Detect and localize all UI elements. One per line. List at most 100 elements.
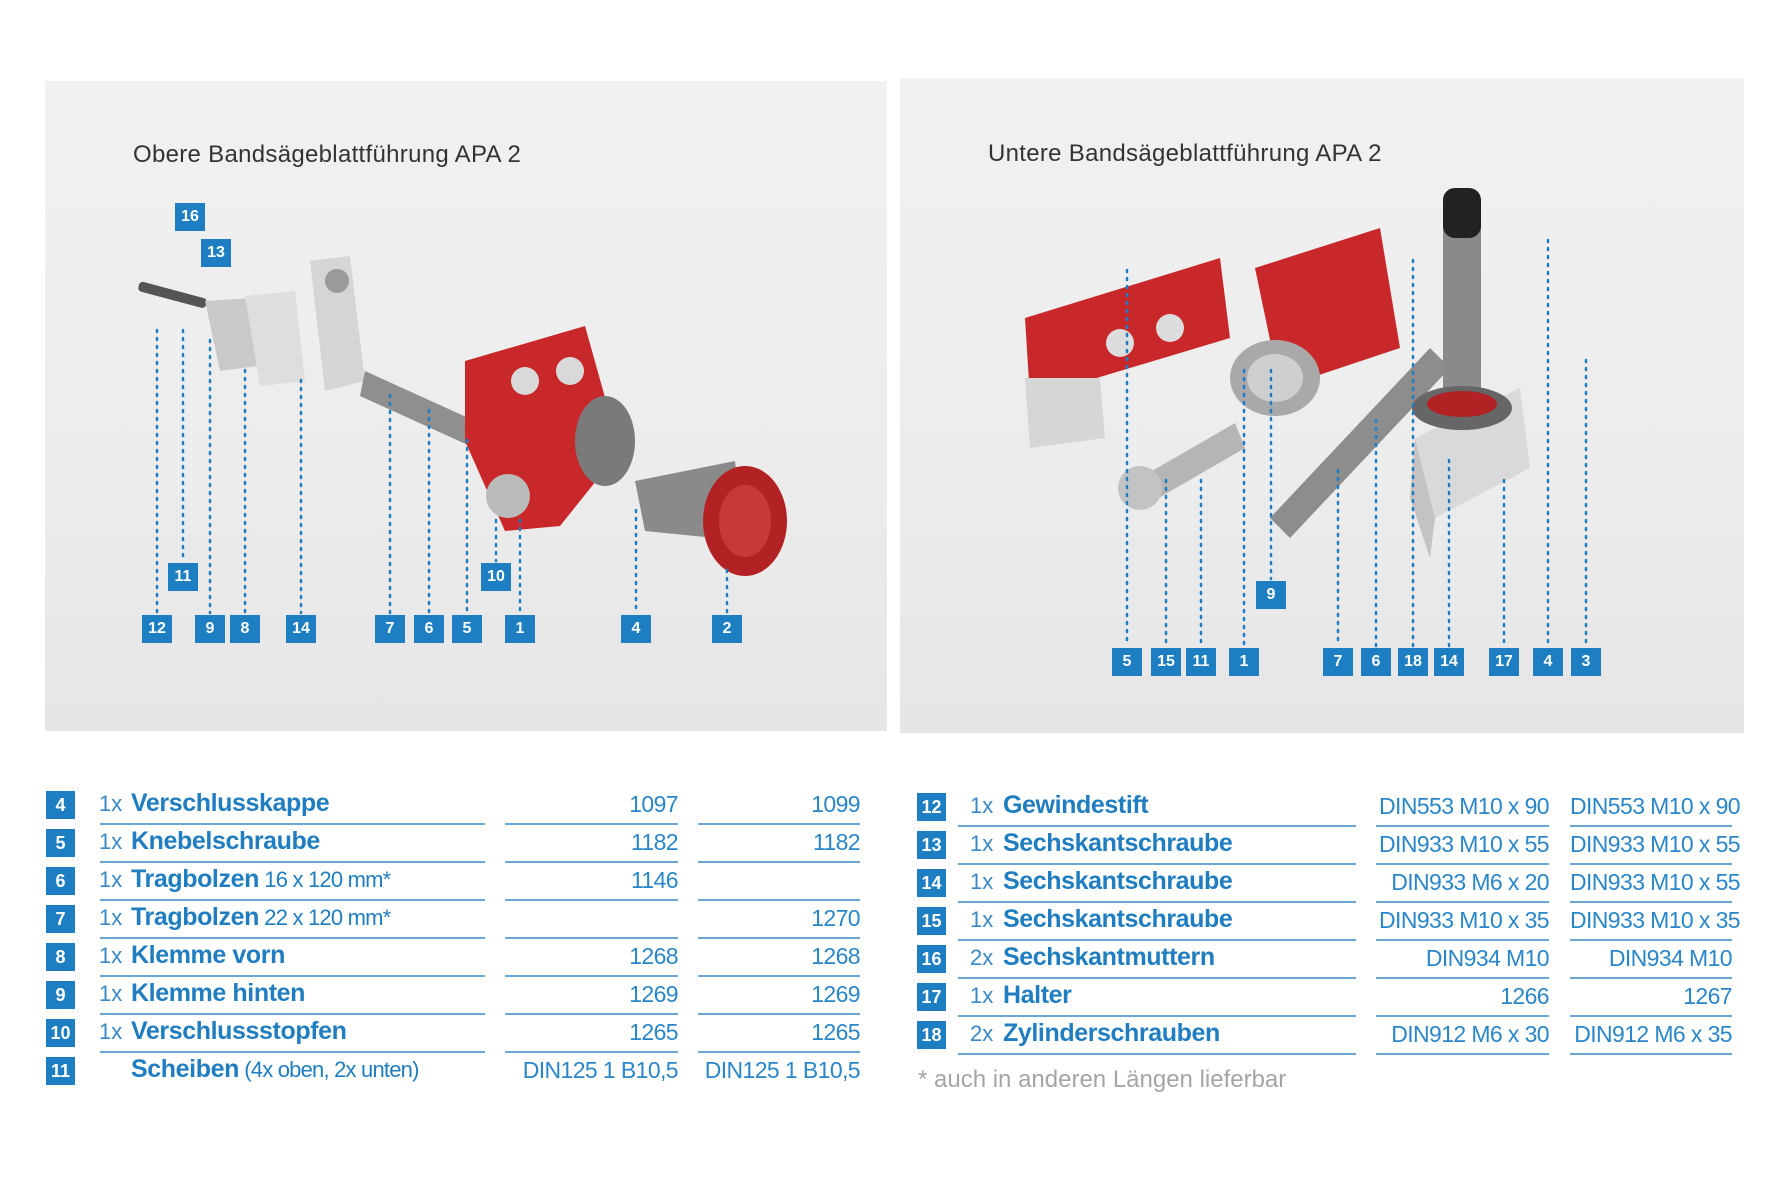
lower-guide-article: DIN934 M10 bbox=[1608, 945, 1733, 971]
parts-table-row: 12 1x Gewindestift DIN553 M10 x 90 DIN55… bbox=[0, 791, 1780, 829]
part-detail: 22 x 120 mm* bbox=[258, 905, 391, 930]
part-name: Knebelschraube bbox=[131, 827, 320, 856]
parts-table-row: 5 1x Knebelschraube 1182 1182 bbox=[0, 827, 1780, 865]
part-quantity: 1x bbox=[970, 831, 994, 856]
part-name: Sechskantschraube bbox=[1003, 867, 1233, 896]
part-number-badge: 5 bbox=[46, 829, 75, 857]
divider bbox=[505, 899, 678, 901]
part-name: Verschlusskappe bbox=[131, 789, 330, 818]
lower-guide-article: 1267 bbox=[1683, 983, 1732, 1009]
upper-guide-parts-illustration bbox=[138, 256, 787, 615]
callout-badge: 5 bbox=[1112, 648, 1142, 676]
parts-table-row: 14 1x Sechskantschraube DIN933 M6 x 20 D… bbox=[0, 867, 1780, 905]
part-name: Zylinderschrauben bbox=[1003, 1019, 1220, 1048]
part-number-badge: 6 bbox=[46, 867, 75, 895]
lower-guide-article: 1270 bbox=[811, 905, 860, 931]
divider bbox=[1570, 1015, 1732, 1017]
part-number-badge: 9 bbox=[46, 981, 75, 1009]
lower-guide-article: DIN125 1 B10,5 bbox=[704, 1057, 861, 1083]
part-quantity: 1x bbox=[970, 907, 994, 932]
part-quantity: 1x bbox=[970, 869, 994, 894]
divider bbox=[505, 861, 678, 863]
callout-badge: 16 bbox=[175, 203, 205, 231]
callout-badge: 15 bbox=[1151, 648, 1181, 676]
parts-table-row: 13 1x Sechskantschraube DIN933 M10 x 55 … bbox=[0, 829, 1780, 867]
parts-table-row: 4 1x Verschlusskappe 1097 1099 bbox=[0, 789, 1780, 827]
callout-badge: 1 bbox=[1229, 648, 1259, 676]
part-name-text: Zylinderschrauben bbox=[1003, 1019, 1220, 1047]
part-name-text: Gewindestift bbox=[1003, 791, 1149, 819]
divider bbox=[100, 937, 485, 939]
hex-bolt-part bbox=[1118, 423, 1245, 510]
part-number-badge: 14 bbox=[917, 869, 946, 897]
divider bbox=[958, 863, 1356, 865]
upper-guide-article: 1097 bbox=[629, 791, 678, 817]
callout-badge: 5 bbox=[452, 615, 482, 643]
lower-guide-article: DIN553 M10 x 90 bbox=[1570, 793, 1741, 819]
divider bbox=[958, 939, 1356, 941]
callout-badge: 3 bbox=[1571, 648, 1601, 676]
part-quantity: 1x bbox=[970, 793, 994, 818]
callout-badge: 11 bbox=[1186, 648, 1216, 676]
part-detail: 16 x 120 mm* bbox=[258, 867, 391, 892]
part-quantity: 1x bbox=[99, 1019, 123, 1044]
callout-badge: 8 bbox=[230, 615, 260, 643]
parts-table-row: 7 1x Tragbolzen 22 x 120 mm* 1270 bbox=[0, 903, 1780, 941]
part-number-badge: 17 bbox=[917, 983, 946, 1011]
divider bbox=[698, 823, 860, 825]
lower-guide-article: 1265 bbox=[811, 1019, 860, 1045]
lower-guide-article: DIN933 M10 x 55 bbox=[1570, 869, 1741, 895]
part-name: Sechskantschraube bbox=[1003, 829, 1233, 858]
divider bbox=[698, 861, 860, 863]
divider bbox=[1376, 863, 1549, 865]
divider bbox=[505, 823, 678, 825]
divider bbox=[505, 975, 678, 977]
divider bbox=[1570, 1053, 1732, 1055]
divider bbox=[100, 1051, 485, 1053]
divider bbox=[958, 901, 1356, 903]
divider bbox=[958, 977, 1356, 979]
upper-guide-article: DIN933 M10 x 55 bbox=[1379, 831, 1550, 857]
divider bbox=[958, 1015, 1356, 1017]
part-name-text: Halter bbox=[1003, 981, 1072, 1009]
part-number-badge: 12 bbox=[917, 793, 946, 821]
part-name-text: Klemme vorn bbox=[131, 941, 285, 969]
parts-table-row: 18 2x Zylinderschrauben DIN912 M6 x 30 D… bbox=[0, 1019, 1780, 1057]
divider bbox=[505, 1051, 678, 1053]
upper-guide-article: 1265 bbox=[629, 1019, 678, 1045]
part-name-text: Scheiben bbox=[131, 1055, 239, 1083]
callout-badge: 13 bbox=[201, 239, 231, 267]
part-name-text: Sechskantmuttern bbox=[1003, 943, 1215, 971]
divider bbox=[698, 937, 860, 939]
parts-table-row: 15 1x Sechskantschraube DIN933 M10 x 35 … bbox=[0, 905, 1780, 943]
parts-table-row: 16 2x Sechskantmuttern DIN934 M10 DIN934… bbox=[0, 943, 1780, 981]
divider bbox=[698, 1051, 860, 1053]
part-number-badge: 7 bbox=[46, 905, 75, 933]
long-shaft-part bbox=[1270, 348, 1450, 538]
part-number-badge: 16 bbox=[917, 945, 946, 973]
lower-guide-article: 1099 bbox=[811, 791, 860, 817]
divider bbox=[1570, 863, 1732, 865]
callout-badge: 6 bbox=[414, 615, 444, 643]
part-name-text: Tragbolzen bbox=[131, 865, 259, 893]
divider bbox=[1376, 825, 1549, 827]
part-name: Scheiben (4x oben, 2x unten) bbox=[131, 1055, 419, 1084]
part-name: Tragbolzen 22 x 120 mm* bbox=[131, 903, 391, 932]
part-name: Gewindestift bbox=[1003, 791, 1149, 820]
divider bbox=[1376, 939, 1549, 941]
divider bbox=[505, 937, 678, 939]
part-quantity: 1x bbox=[99, 791, 123, 816]
divider bbox=[698, 975, 860, 977]
part-quantity: 2x bbox=[970, 945, 994, 970]
part-detail: (4x oben, 2x unten) bbox=[238, 1057, 419, 1082]
part-quantity: 1x bbox=[99, 943, 123, 968]
callout-badge: 1 bbox=[505, 615, 535, 643]
divider bbox=[1570, 901, 1732, 903]
upper-guide-article: DIN553 M10 x 90 bbox=[1379, 793, 1550, 819]
divider bbox=[100, 899, 485, 901]
part-number-badge: 4 bbox=[46, 791, 75, 819]
lower-guide-article: DIN933 M10 x 55 bbox=[1570, 831, 1741, 857]
part-name: Tragbolzen 16 x 120 mm* bbox=[131, 865, 391, 894]
